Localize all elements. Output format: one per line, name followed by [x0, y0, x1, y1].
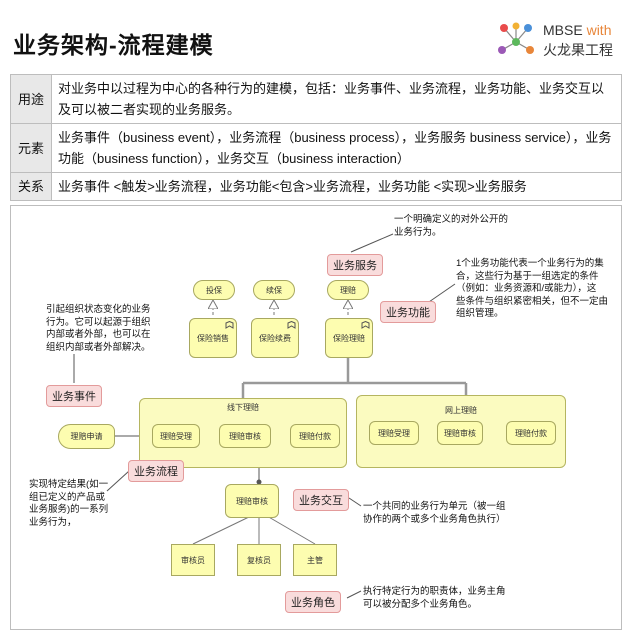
- row-label-relations: 关系: [10, 172, 52, 201]
- service-tou-bao: 投保: [193, 280, 235, 300]
- table-row: 元素 业务事件（business event），业务流程（business pr…: [10, 123, 622, 173]
- online-step-pay: 理赔付款: [506, 421, 556, 445]
- process-group-online-label: 网上理赔: [445, 406, 477, 415]
- online-step-accept: 理赔受理: [369, 421, 419, 445]
- offline-step-review: 理赔审核: [219, 424, 271, 448]
- role-auditor: 审核员: [171, 544, 215, 576]
- brand-subtitle: 火龙果工程: [543, 42, 613, 58]
- table-row: 用途 对业务中以过程为中心的各种行为的建模，包括：业务事件、业务流程，业务功能、…: [10, 74, 622, 124]
- function-icon: [225, 321, 234, 329]
- function-icon: [287, 321, 296, 329]
- service-li-pei: 理赔: [327, 280, 369, 300]
- role-supervisor: 主管: [293, 544, 337, 576]
- interaction-claim-review: 理赔审核: [225, 484, 279, 518]
- offline-step-accept: 理赔受理: [152, 424, 200, 448]
- brand-logo: [498, 22, 534, 54]
- function-renewal: 保险续费: [251, 318, 299, 358]
- event-claim-application: 理赔申请: [58, 424, 115, 449]
- table-row: 关系 业务事件 <触发>业务流程，业务功能<包含>业务流程，业务功能 <实现>业…: [10, 172, 622, 201]
- note-business-service: 一个明确定义的对外公开的 业务行为。: [394, 214, 509, 238]
- tag-business-role: 业务角色: [285, 591, 341, 613]
- function-sales: 保险销售: [189, 318, 237, 358]
- function-claims: 保险理赔: [325, 318, 373, 358]
- row-text-relations: 业务事件 <触发>业务流程，业务功能<包含>业务流程，业务功能 <实现>业务服务: [51, 172, 622, 201]
- online-step-review: 理赔审核: [437, 421, 483, 445]
- tag-business-service: 业务服务: [327, 254, 383, 276]
- process-group-offline-label: 线下理赔: [227, 403, 259, 412]
- page-title: 业务架构-流程建模: [13, 32, 214, 58]
- row-text-purpose: 对业务中以过程为中心的各种行为的建模，包括：业务事件、业务流程，业务功能、业务交…: [51, 74, 622, 124]
- row-text-elements: 业务事件（business event），业务流程（business proce…: [51, 123, 622, 173]
- note-business-role: 执行特定行为的职责体，业务主角 可以被分配多个业务角色。: [363, 586, 506, 610]
- function-icon: [361, 321, 370, 329]
- note-business-event: 引起组织状态变化的业务 行为。它可以起源于组织 内部或者外部，也可以在 组织内部…: [46, 304, 151, 353]
- tag-business-process: 业务流程: [128, 460, 184, 482]
- process-model-diagram: 投保 续保 理赔 保险销售 保险续费 保险理赔 理赔申请 线下理赔 理赔受理 理…: [10, 205, 622, 630]
- brand-name: MBSE with: [543, 22, 612, 38]
- definition-table: 用途 对业务中以过程为中心的各种行为的建模，包括：业务事件、业务流程，业务功能、…: [10, 74, 622, 201]
- tag-business-event: 业务事件: [46, 385, 102, 407]
- row-label-purpose: 用途: [10, 74, 52, 124]
- note-business-function: 1个业务功能代表一个业务行为的集 合，这些行为基于一组选定的条件 （例如：业务资…: [456, 258, 609, 319]
- service-xu-bao: 续保: [253, 280, 295, 300]
- tag-business-function: 业务功能: [380, 301, 436, 323]
- note-business-process: 实现特定结果(如一 组已定义的产品或 业务服务)的一系列 业务行为，: [29, 479, 109, 528]
- role-rechecker: 复核员: [237, 544, 281, 576]
- offline-step-pay: 理赔付款: [290, 424, 340, 448]
- row-label-elements: 元素: [10, 123, 52, 173]
- note-business-interaction: 一个共同的业务行为单元（被一组 协作的两个或多个业务角色执行）: [363, 501, 506, 525]
- tag-business-interaction: 业务交互: [293, 489, 349, 511]
